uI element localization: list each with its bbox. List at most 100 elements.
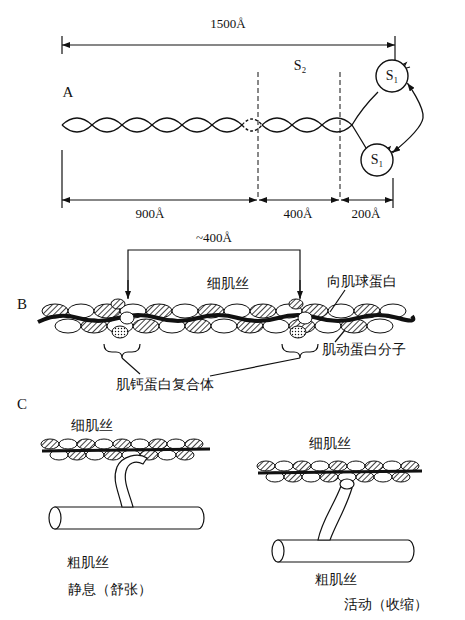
circle-shape — [376, 60, 408, 92]
bracket-line — [128, 250, 300, 298]
actin-monomer — [131, 439, 149, 449]
bracket-arrow — [299, 280, 300, 299]
leader-line — [335, 330, 345, 342]
leader-line — [330, 290, 345, 312]
tropomyosin-strand — [38, 315, 413, 322]
curly-brace — [104, 344, 140, 358]
repeat-bracket — [128, 250, 300, 299]
circle-shape — [361, 144, 393, 176]
panel-letter: C — [17, 396, 27, 413]
part-label: 肌动蛋白分子 — [322, 342, 406, 357]
actin-monomer — [172, 304, 198, 318]
dimension-line — [341, 199, 393, 200]
actin-monomer — [328, 304, 354, 318]
dimension-tick — [61, 150, 62, 208]
actin-monomer — [167, 439, 185, 449]
helix-strand — [262, 118, 352, 132]
actin-monomer — [59, 439, 77, 449]
helix-strand — [62, 118, 242, 132]
dimension-label: 900Å — [136, 207, 165, 221]
dimension-1500 — [62, 36, 395, 62]
troponin-subunit — [298, 312, 312, 324]
actin-monomer — [250, 304, 276, 318]
part-label: 肌钙蛋白复合体 — [116, 377, 214, 392]
curly-brace — [282, 344, 318, 358]
troponin-brace — [104, 290, 345, 376]
myosin-head-active — [318, 486, 352, 540]
head-neck — [352, 92, 378, 125]
head-neck — [352, 125, 366, 148]
leader-line — [122, 358, 140, 374]
troponin-subunit — [112, 326, 128, 338]
dimension-label: 1500Å — [210, 17, 245, 31]
dimension-tick — [61, 36, 62, 54]
state-label: 静息（舒张） — [68, 582, 152, 597]
thick-filament-rest — [49, 455, 204, 529]
part-label: 细肌丝 — [71, 418, 113, 433]
leader-line — [210, 358, 300, 376]
part-label: 细肌丝 — [207, 276, 249, 291]
dimension-line — [62, 44, 395, 45]
myosin-head-tip — [340, 479, 354, 489]
part-label: 粗肌丝 — [67, 555, 109, 570]
thin-filament — [38, 304, 413, 333]
actin-monomer — [158, 450, 176, 460]
panel-letter: A — [63, 84, 74, 101]
thick-filament-cylinder — [55, 507, 204, 529]
actin-monomer — [55, 319, 81, 333]
actin-monomer — [311, 461, 329, 471]
bracket-arrow — [127, 280, 128, 299]
actin-monomer — [347, 461, 365, 471]
dimension-tick — [392, 178, 393, 208]
helix-strand — [262, 118, 352, 132]
dimension-line — [259, 199, 339, 200]
actin-monomer — [185, 439, 203, 449]
actin-monomer — [293, 461, 311, 471]
actin-monomer — [329, 461, 347, 471]
troponin-subunit — [111, 299, 125, 309]
actin-monomer — [95, 439, 113, 449]
thin-filament-active — [257, 461, 422, 482]
troponin-subunit — [290, 326, 306, 338]
subfragment-label: S₁ — [386, 69, 399, 83]
actin-monomer — [275, 461, 293, 471]
dimension-label: ~400Å — [196, 231, 232, 245]
actin-monomer — [149, 439, 167, 449]
helix-hinge — [242, 119, 262, 131]
subfragment-label: S₂ — [294, 58, 307, 73]
actin-monomer — [374, 472, 392, 482]
actin-monomer — [356, 472, 374, 482]
troponin-subunit — [289, 299, 303, 309]
actin-monomer — [257, 461, 275, 471]
dimension-label: 200Å — [352, 207, 381, 221]
actin-monomer — [367, 319, 393, 333]
part-label: 粗肌丝 — [315, 572, 357, 587]
part-label: 细肌丝 — [309, 436, 351, 451]
head-circle: S₁ — [375, 59, 409, 93]
actin-monomer — [401, 461, 419, 471]
dashed-divider — [340, 72, 341, 198]
thick-filament-cylinder — [278, 540, 414, 562]
actin-monomer — [365, 461, 383, 471]
troponin-subunit — [120, 312, 134, 324]
state-label: 活动（收缩） — [344, 597, 428, 612]
dimension-tick — [394, 36, 395, 62]
tropomyosin-strand — [258, 471, 422, 473]
actin-monomer — [41, 439, 59, 449]
myosin-head-rest — [115, 455, 147, 507]
actin-monomer — [392, 472, 410, 482]
actin-monomer — [77, 439, 95, 449]
subfragment-label: S₁ — [371, 153, 384, 167]
actin-monomer — [176, 450, 194, 460]
actin-monomer — [133, 319, 159, 333]
cylinder-end — [272, 540, 284, 562]
tropomyosin-strand — [42, 449, 210, 451]
dashed-divider — [258, 72, 259, 198]
troponin-complex — [111, 299, 312, 338]
thin-filament-rest — [41, 439, 210, 460]
actin-monomer — [211, 319, 237, 333]
dimension-line — [62, 199, 257, 200]
actin-monomer — [383, 461, 401, 471]
panel-letter: B — [17, 296, 27, 313]
